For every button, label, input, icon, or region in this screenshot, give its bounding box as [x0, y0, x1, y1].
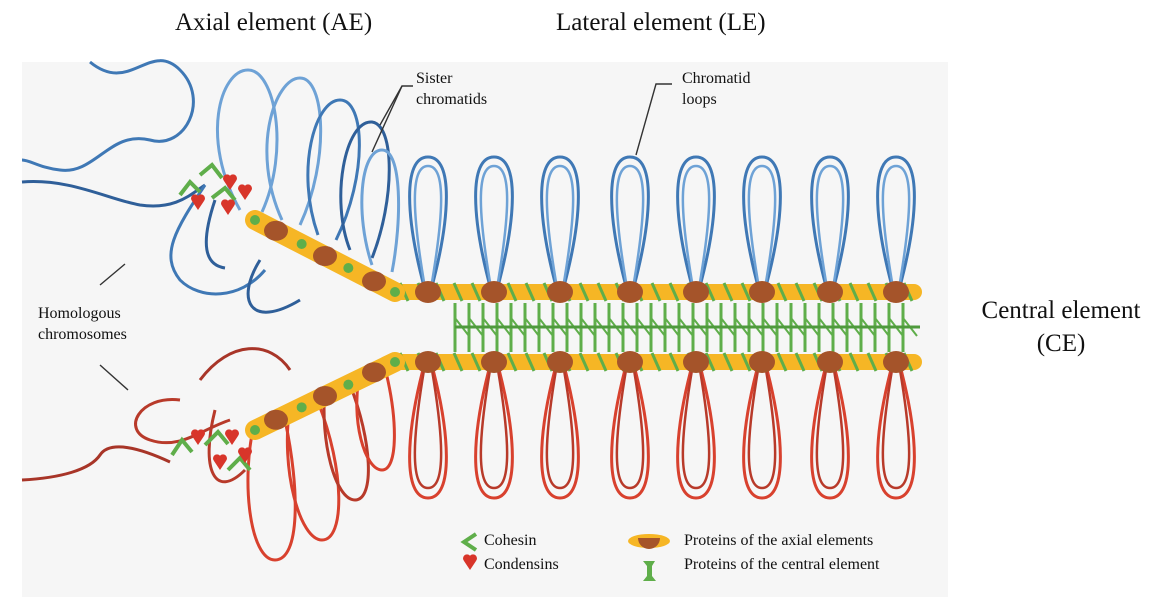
bottom-chromatid-loops [410, 362, 915, 498]
cohesin-icon [200, 165, 222, 178]
homologous-line1: Homologous [38, 303, 127, 324]
top-chromatid-loops [410, 157, 915, 290]
cohesin-link [250, 215, 260, 225]
legend-condensins-label: Condensins [484, 556, 559, 574]
sister-chromatids-line1: Sister [416, 68, 487, 89]
axial-protein [817, 281, 843, 303]
axial-element-title: Axial element (AE) [175, 9, 372, 37]
axial-protein [749, 281, 775, 303]
sister-chromatids-pointer [380, 86, 413, 125]
axial-protein [264, 221, 288, 241]
condensin-icon [221, 199, 235, 215]
condensin-icon [191, 429, 205, 445]
blue-tall-loop [362, 150, 399, 272]
axial-protein [362, 271, 386, 291]
sister-chromatids-label: Sister chromatids [416, 68, 487, 110]
axial-protein [817, 351, 843, 373]
chromatid-loops-line2: loops [682, 89, 750, 110]
axial-protein [883, 281, 909, 303]
cohesin-link [390, 357, 400, 367]
legend-axial-proteins-label: Proteins of the axial elements [684, 532, 873, 550]
axial-protein [749, 351, 775, 373]
axial-protein [313, 246, 337, 266]
axial-protein [683, 281, 709, 303]
top-diagonal-axis [250, 215, 400, 297]
legend-central-proteins-label: Proteins of the central element [684, 556, 879, 574]
homologous-line2: chromosomes [38, 324, 127, 345]
cohesin-link [297, 402, 307, 412]
condensin-icon [213, 454, 227, 470]
cohesin-legend-icon [464, 534, 476, 550]
chromatid-loops-label: Chromatid loops [682, 68, 750, 110]
axial-protein [617, 351, 643, 373]
axial-protein [313, 386, 337, 406]
central-element-title: Central element (CE) [962, 294, 1160, 360]
homologous-chromosomes-label: Homologous chromosomes [38, 303, 127, 345]
blue-free-strand [206, 200, 225, 268]
axial-protein [547, 351, 573, 373]
top-axial-element [392, 281, 922, 303]
axial-protein [264, 410, 288, 430]
red-free-strand [22, 447, 170, 480]
cohesin-link [343, 263, 353, 273]
cohesin-link [250, 425, 260, 435]
homologous-pointer [100, 365, 128, 390]
cohesin-link [297, 239, 307, 249]
sister-chromatids-line2: chromatids [416, 89, 487, 110]
blue-free-strand [22, 182, 205, 206]
axial-protein [415, 281, 441, 303]
cohesin-icon [180, 182, 200, 195]
axial-protein [617, 281, 643, 303]
condensin-icon [191, 194, 205, 210]
axial-protein [883, 351, 909, 373]
central-protein-legend-icon [643, 561, 656, 581]
axial-protein [683, 351, 709, 373]
blue-lower-loop [248, 260, 300, 312]
axial-protein [362, 362, 386, 382]
central-element-title-line2: (CE) [962, 327, 1160, 360]
chromatid-loops-pointer [636, 84, 672, 155]
condensin-icon [238, 184, 252, 200]
cohesin-link [343, 380, 353, 390]
red-free-strand [200, 349, 290, 380]
axial-protein [547, 281, 573, 303]
lateral-element-title: Lateral element (LE) [556, 9, 766, 37]
condensin-cluster [191, 174, 252, 470]
bottom-axial-element [392, 351, 922, 373]
blue-tall-loop [267, 78, 321, 225]
condensin-legend-icon [463, 554, 477, 570]
legend-cohesin-label: Cohesin [484, 532, 536, 550]
axial-protein [481, 351, 507, 373]
chromatid-loops-line1: Chromatid [682, 68, 750, 89]
central-element-title-line1: Central element [962, 294, 1160, 327]
axial-protein [481, 281, 507, 303]
blue-free-strand [22, 61, 193, 171]
homologous-pointer [100, 264, 125, 285]
axial-protein [415, 351, 441, 373]
cohesin-link [390, 287, 400, 297]
